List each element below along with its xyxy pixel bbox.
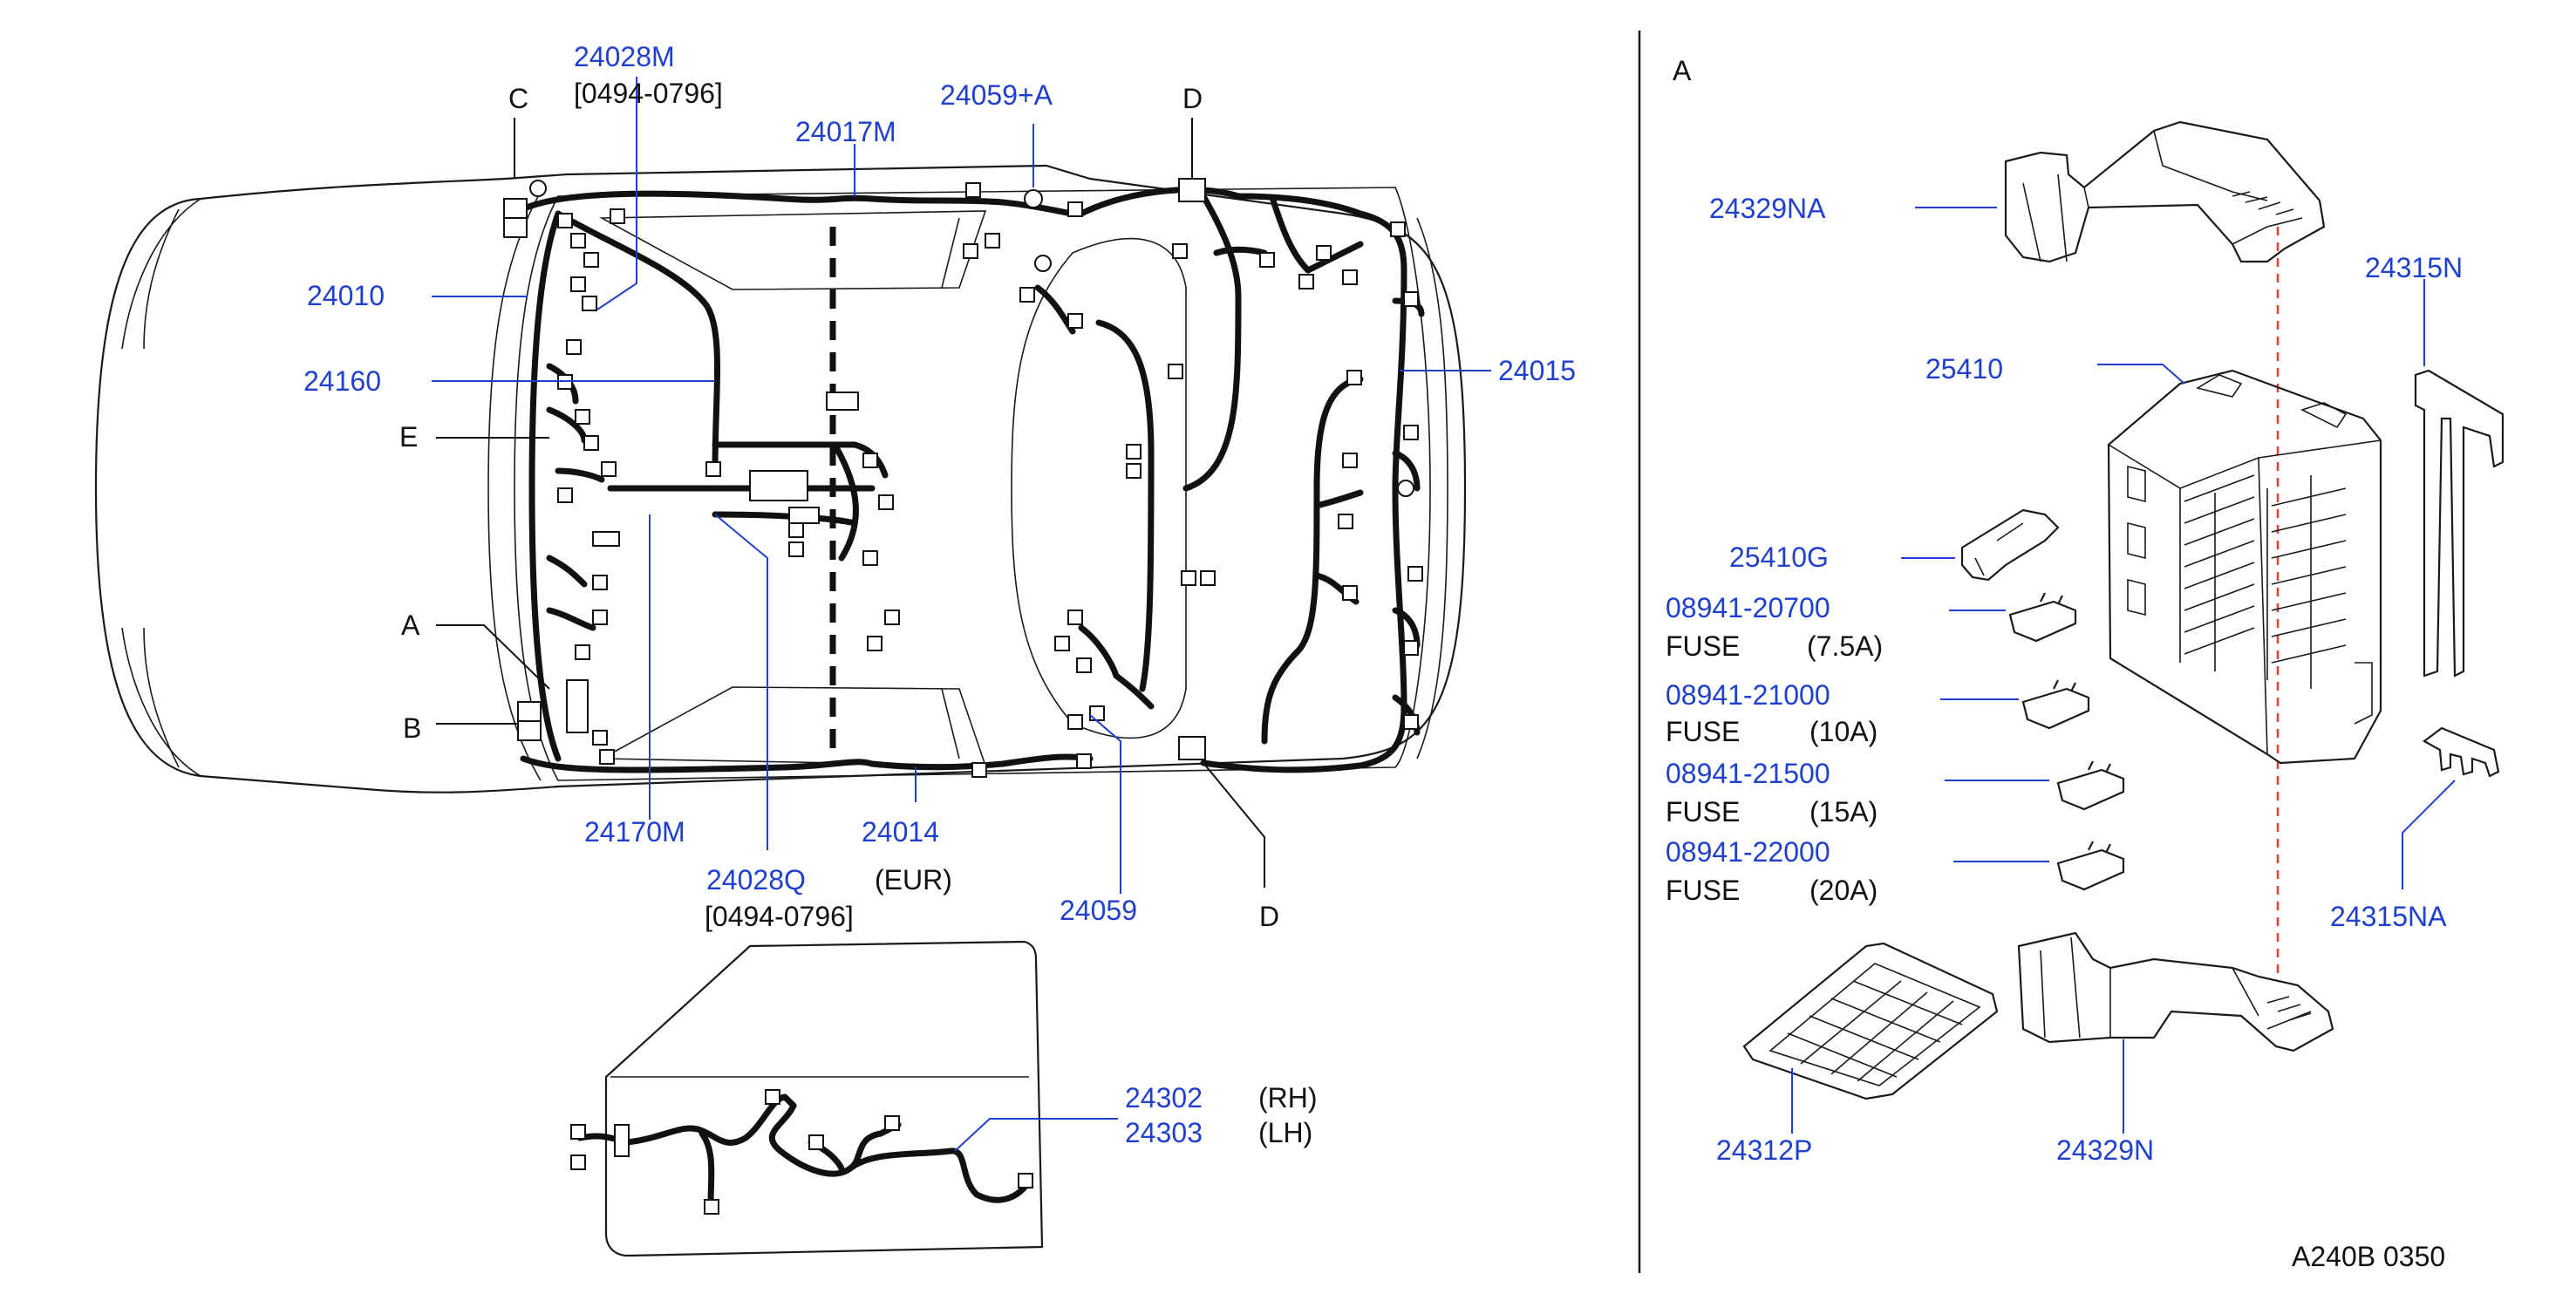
fuse-block-25410-drawing xyxy=(2107,369,2382,765)
label-EUR: (EUR) xyxy=(875,864,952,896)
label-24017M: 24017M xyxy=(795,116,896,147)
label-E: E xyxy=(399,421,418,453)
fuse-name-4: FUSE xyxy=(1666,875,1740,906)
label-24170M: 24170M xyxy=(584,816,685,848)
fuse-item-1: 08941-20700 FUSE (7.5A) xyxy=(1666,592,2077,662)
fuse-item-4: 08941-22000 FUSE (20A) xyxy=(1666,836,2125,906)
detail-title: A xyxy=(1673,55,1692,86)
label-24059A: 24059+A xyxy=(940,79,1053,111)
label-LH: (LH) xyxy=(1258,1117,1312,1148)
bracket-24329NA-drawing xyxy=(2004,120,2326,263)
clip-24315NA-drawing xyxy=(2422,726,2500,778)
label-24028M: 24028M xyxy=(574,41,675,72)
fuse-part-2: 08941-21000 xyxy=(1666,679,1830,711)
label-RH: (RH) xyxy=(1258,1082,1318,1114)
clip-24315N-drawing xyxy=(2414,369,2504,678)
label-24028Q: 24028Q xyxy=(706,864,806,896)
harness-connectors xyxy=(503,178,1423,778)
fuse-item-2: 08941-21000 FUSE (10A) xyxy=(1666,679,2090,747)
main-leader-lines xyxy=(432,77,1491,894)
label-24160: 24160 xyxy=(303,365,381,397)
label-range-bottom: [0494-0796] xyxy=(705,901,854,932)
label-24312P: 24312P xyxy=(1716,1134,1812,1166)
main-labels: 24028M [0494-0796] C 24059+A 24017M D 24… xyxy=(303,41,1576,932)
fuse-part-3: 08941-21500 xyxy=(1666,758,1830,789)
fuse-item-3: 08941-21500 FUSE (15A) xyxy=(1666,758,2125,827)
label-C: C xyxy=(508,83,528,114)
door-panel: 24302 (RH) 24303 (LH) xyxy=(570,940,1318,1257)
label-24010: 24010 xyxy=(307,280,385,311)
label-24315N: 24315N xyxy=(2365,252,2463,283)
label-24329N: 24329N xyxy=(2056,1134,2154,1166)
fuse-rating-1: (7.5A) xyxy=(1807,630,1883,662)
fuse-part-1: 08941-20700 xyxy=(1666,592,1830,623)
fuse-name-3: FUSE xyxy=(1666,796,1740,827)
label-24303: 24303 xyxy=(1125,1117,1203,1148)
label-24015: 24015 xyxy=(1498,355,1576,386)
fuse-name-2: FUSE xyxy=(1666,716,1740,747)
label-A: A xyxy=(401,610,420,641)
cover-24312P-drawing xyxy=(1742,942,1999,1100)
label-25410G: 25410G xyxy=(1729,541,1829,573)
car-body-outline xyxy=(94,164,1467,793)
fuse-rating-2: (10A) xyxy=(1809,716,1877,747)
label-24302: 24302 xyxy=(1125,1082,1203,1114)
label-24329NA: 24329NA xyxy=(1709,193,1826,224)
footer-code: A240B 0350 xyxy=(2292,1241,2445,1272)
fuse-part-4: 08941-22000 xyxy=(1666,836,1830,868)
label-24315NA: 24315NA xyxy=(2330,901,2447,932)
label-B: B xyxy=(403,712,421,744)
label-25410: 25410 xyxy=(1925,353,2003,385)
fuse-name-1: FUSE xyxy=(1666,630,1740,662)
bracket-24329N-drawing xyxy=(2017,931,2334,1052)
door-connector xyxy=(570,1124,586,1140)
label-range-top: [0494-0796] xyxy=(574,78,723,109)
label-D-bottom: D xyxy=(1259,901,1279,932)
fuse-rating-4: (20A) xyxy=(1809,875,1877,906)
fuse-rating-3: (15A) xyxy=(1809,796,1877,827)
detail-a-panel: A 24329NA 24315N 25410 xyxy=(1666,55,2504,1272)
label-24059: 24059 xyxy=(1060,895,1137,926)
label-24014: 24014 xyxy=(862,816,939,848)
fuse-puller-25410G-drawing xyxy=(1960,508,2060,582)
label-D-top: D xyxy=(1182,83,1203,114)
